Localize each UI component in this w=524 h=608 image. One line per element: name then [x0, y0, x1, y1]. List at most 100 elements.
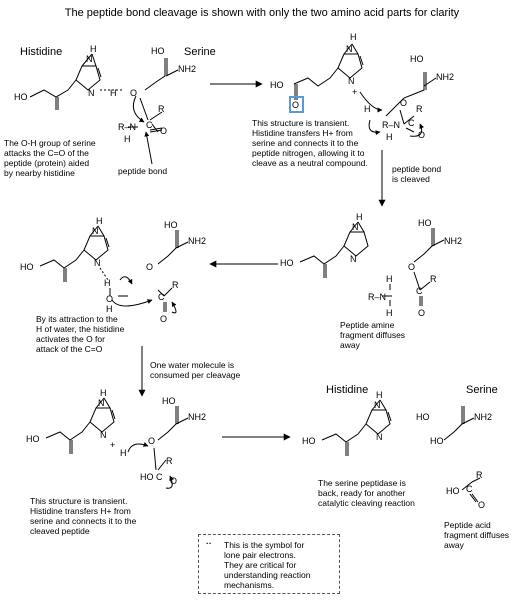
atom-o2: O [478, 500, 485, 510]
atom-ho: HO [14, 92, 28, 102]
stage-1-labels: HO N H N H O HO NH2 R–N H C R O [14, 44, 196, 144]
atom-n: N [348, 76, 355, 86]
atom-n: N [88, 88, 95, 98]
atom-nh2: NH2 [188, 236, 206, 246]
atom-nh2: NH2 [444, 236, 462, 246]
atom-ho: HO [280, 258, 294, 268]
atom-ho-2: HO [416, 412, 430, 422]
atom-n-top: N [98, 398, 105, 408]
atom-o2: O [418, 308, 425, 318]
atom-plus: + [352, 87, 357, 97]
atom-r: R [172, 280, 179, 290]
atom-h: H [104, 278, 111, 288]
atom-r: R [166, 456, 173, 466]
page-title: The peptide bond cleavage is shown with … [64, 7, 460, 19]
atom-n: N [376, 432, 383, 442]
atom-n-top: N [92, 226, 99, 236]
atom-h2: H [124, 134, 131, 144]
atom-ho-3: HO [430, 436, 444, 446]
atom-o: O [130, 88, 137, 98]
stage-3-labels: HO N H N HO NH2 O H R–N H C R O [280, 212, 462, 318]
atom-c: C [158, 292, 165, 302]
atom-o: O [148, 436, 155, 446]
stage-5-labels: HO N + H N H HO NH2 O HO C R O [26, 388, 206, 486]
label-serine-2: Serine [466, 384, 498, 396]
stage-3 [299, 221, 445, 306]
atom-ho: HO [26, 434, 40, 444]
atom-ho-2: HO [418, 218, 432, 228]
atom-h-water: H [106, 304, 113, 314]
atom-plus: + [110, 440, 115, 450]
label-histidine: Histidine [20, 46, 63, 58]
label-histidine-2: Histidine [326, 384, 369, 396]
atom-c: C [156, 472, 163, 482]
atom-n: N [94, 258, 101, 268]
atom-o2: O [170, 476, 177, 486]
lone-pair-symbol: ·· [206, 538, 212, 548]
stage-5 [45, 397, 189, 489]
atom-o-water: O [106, 294, 113, 304]
atom-rn: R–N [368, 292, 386, 302]
atom-nh: H [90, 44, 97, 54]
stage-2-labels: HO O N + H N H HO NH2 O R–N H C R O [270, 32, 454, 142]
atom-ho-2: HO [410, 54, 424, 64]
atom-n: N [350, 254, 357, 264]
atom-nh2: NH2 [178, 64, 196, 74]
atom-h2: H [386, 132, 393, 142]
atom-r: R [430, 274, 437, 284]
atom-h-top: H [96, 216, 103, 226]
atom-c: C [416, 286, 423, 296]
atom-o2: O [418, 130, 425, 140]
atom-h-top: H [350, 32, 357, 42]
atom-h-top: H [100, 388, 107, 398]
atom-ho: HO [20, 262, 34, 272]
atom-h: H [364, 104, 371, 114]
label-serine: Serine [184, 46, 216, 58]
legend-box [198, 534, 340, 594]
atom-r: R [158, 104, 165, 114]
atom-o-highlight: O [292, 100, 299, 110]
atom-nh2: NH2 [436, 72, 454, 82]
atom-c: C [146, 120, 153, 130]
atom-c: C [466, 484, 473, 494]
atom-nh2: NH2 [474, 412, 492, 422]
atom-h2: H [386, 308, 393, 318]
atom-h: H [110, 88, 117, 98]
atom-ho-2: HO [162, 396, 176, 406]
atom-n-top: N [346, 44, 353, 54]
caption-peptide-bond: peptide bond [118, 166, 168, 176]
stage-4-labels: HO N H N H O H HO NH2 O C R O [20, 216, 206, 324]
atom-o: O [400, 98, 407, 108]
stage-1 [29, 53, 179, 165]
atom-n-top: N [352, 222, 359, 232]
atom-ho: HO [270, 80, 284, 90]
atom-o2: O [160, 126, 167, 136]
atom-h: H [120, 448, 127, 458]
atom-h: H [386, 274, 393, 284]
atom-nh-n: N [86, 54, 93, 64]
atom-o2: O [160, 314, 167, 324]
atom-ho-2: HO [164, 220, 178, 230]
atom-h-top: H [376, 390, 383, 400]
caption-transient-2: This structure is transient.Histidine tr… [30, 496, 137, 536]
atom-o: O [146, 262, 153, 272]
atom-c: C [408, 118, 415, 128]
stage-4 [39, 225, 189, 314]
caption-transient-1: This structure is transient.Histidine tr… [252, 118, 368, 168]
atom-rn: R–N [382, 120, 400, 130]
stage-2 [289, 43, 437, 137]
atom-oh: HO [151, 46, 165, 56]
atom-o: O [408, 262, 415, 272]
atom-n-top: N [374, 400, 381, 410]
atom-h-top: H [356, 212, 363, 222]
atom-r: R [476, 470, 483, 480]
